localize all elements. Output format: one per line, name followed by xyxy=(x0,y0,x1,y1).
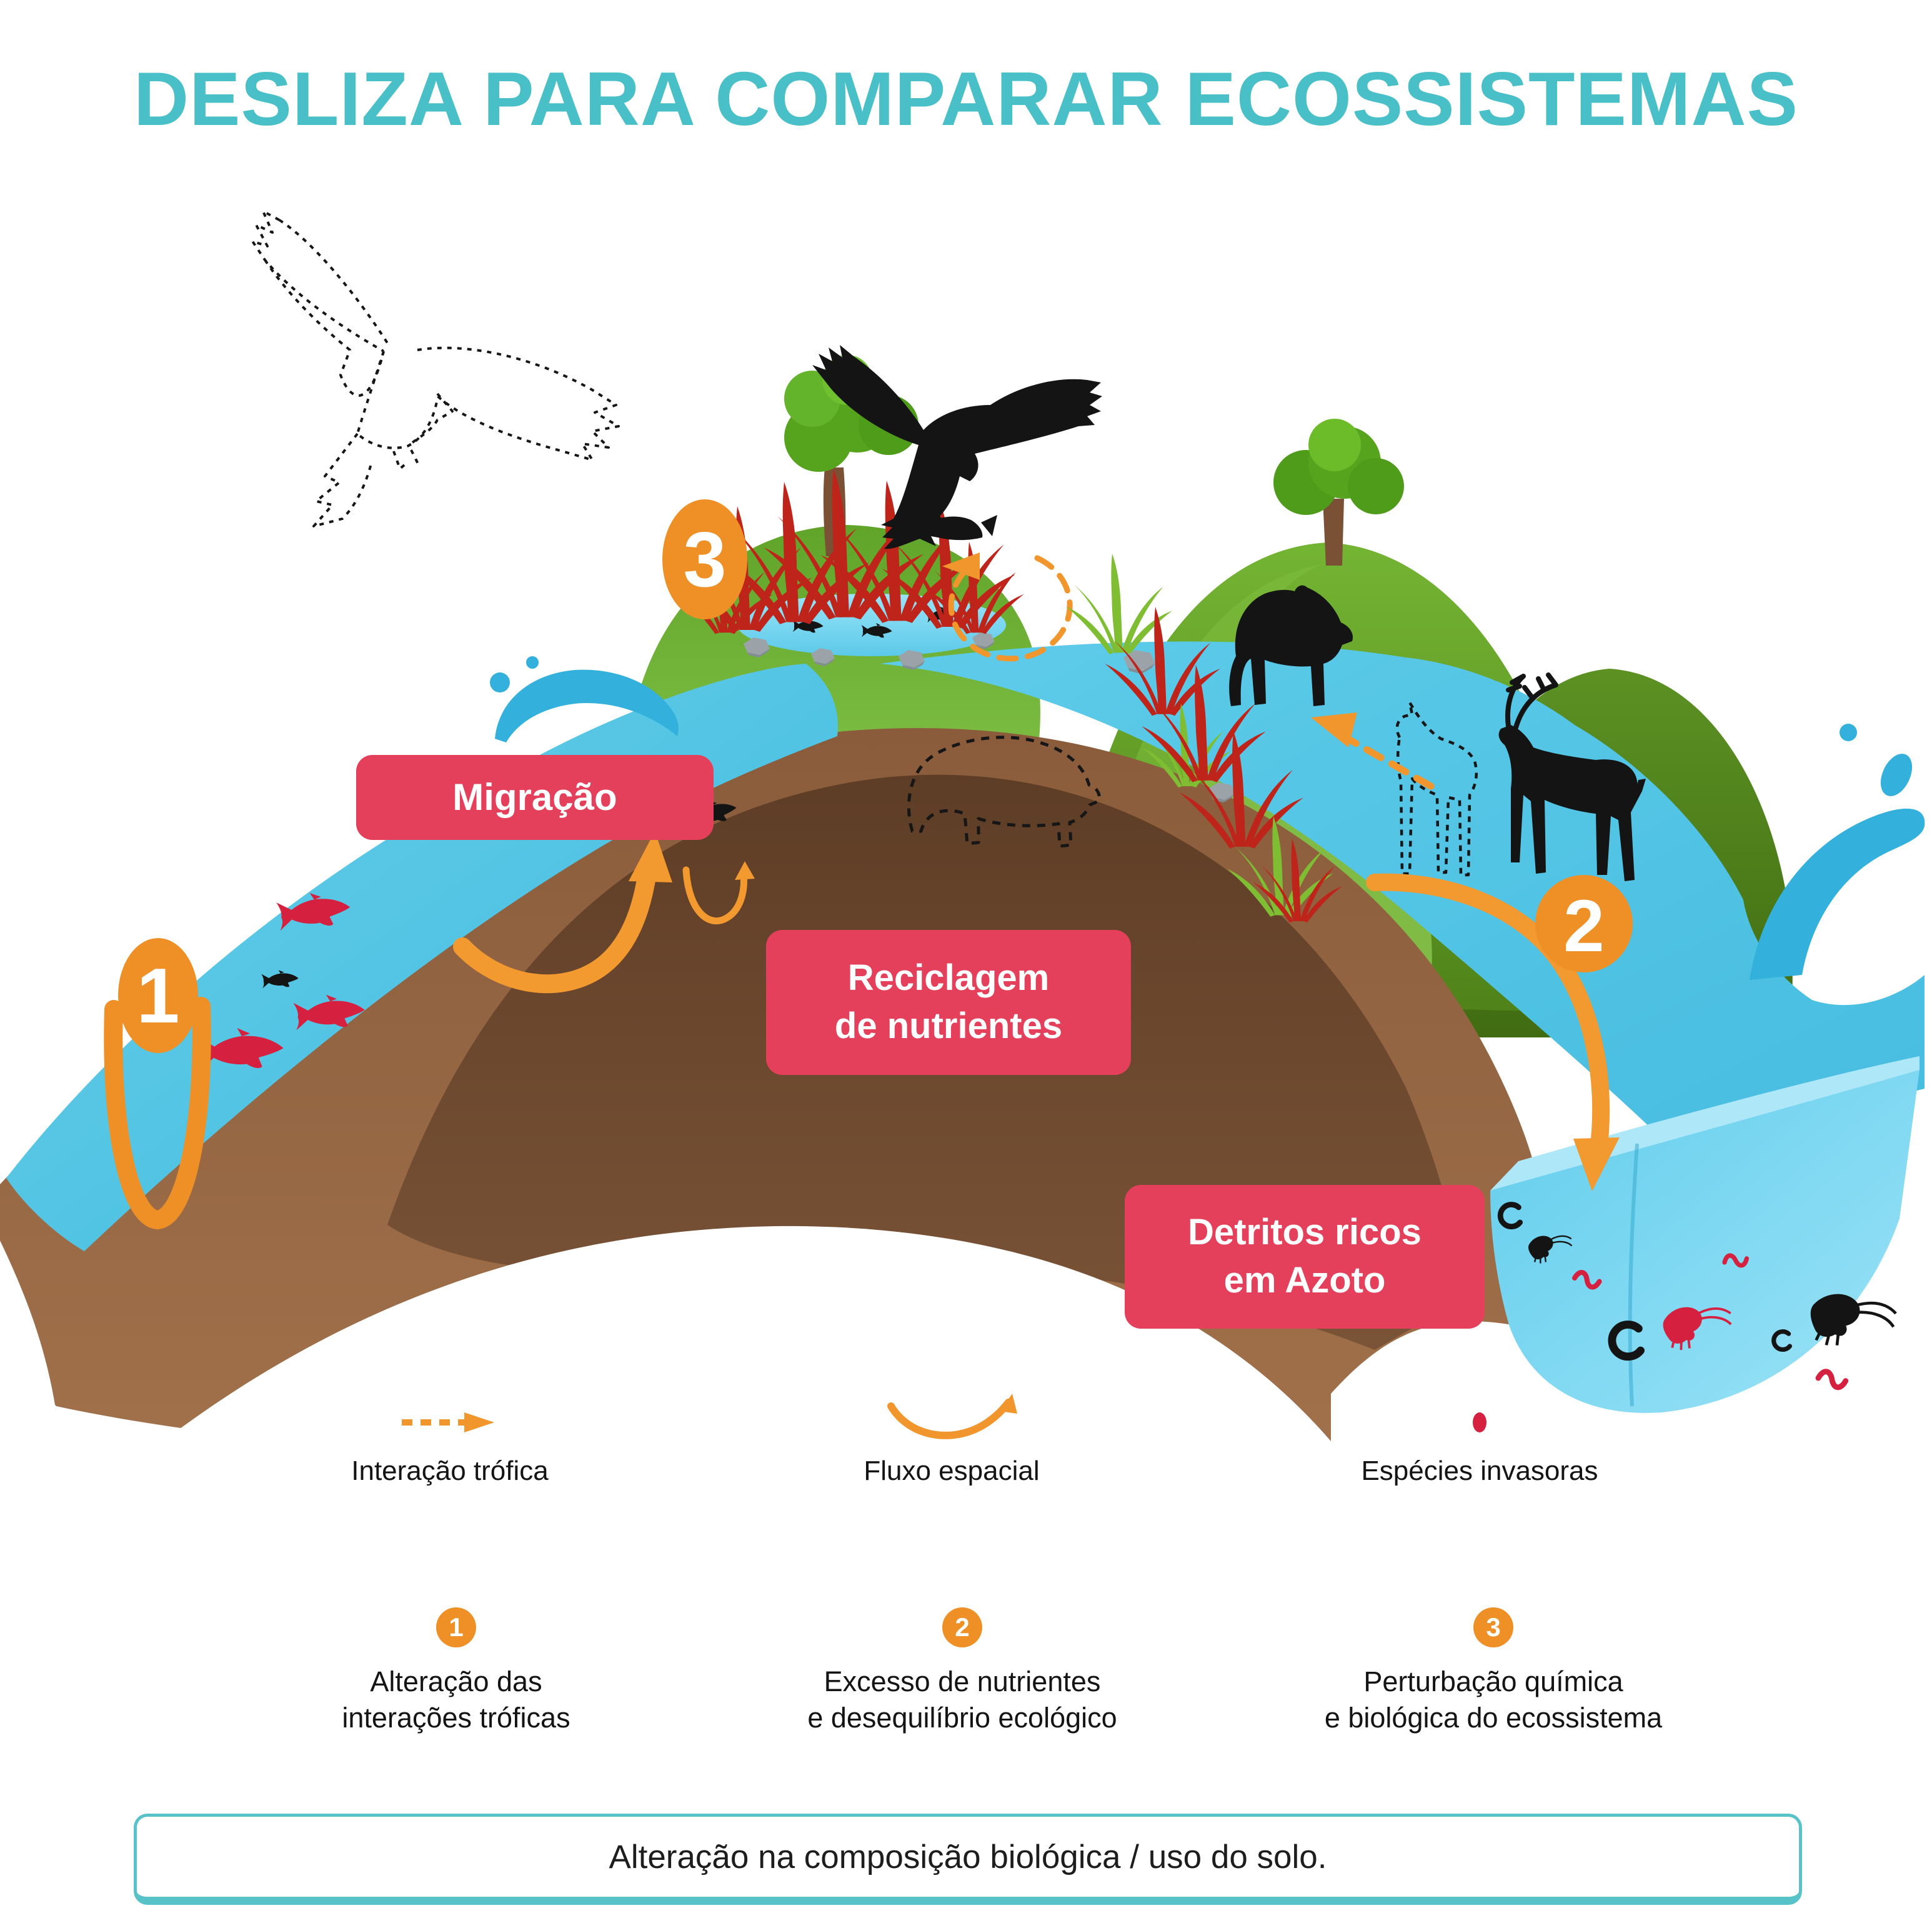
dotted-bird-outline-icon xyxy=(251,210,620,527)
legend-label: Interação trófica xyxy=(351,1456,549,1486)
water-splash-left xyxy=(490,656,679,742)
svg-text:1: 1 xyxy=(137,953,180,1039)
page-title: DESLIZA PARA COMPARAR ECOSSISTEMAS xyxy=(134,56,1798,141)
footer-text: Alteração na composição biológica / uso … xyxy=(609,1838,1327,1876)
marker-3: 3 xyxy=(662,499,747,619)
footer-note-box: Alteração na composição biológica / uso … xyxy=(134,1814,1802,1905)
note-number-badge: 2 xyxy=(942,1607,982,1647)
label-text: Detritos ricos xyxy=(1188,1212,1422,1253)
trophic-dashed-arrow-icon xyxy=(1311,712,1435,790)
dotted-deer-outline-icon xyxy=(1395,701,1478,877)
note-number-badge: 1 xyxy=(436,1607,476,1647)
legend-item-spatial-flow: Fluxo espacial xyxy=(733,1392,1170,1487)
left-corner-carve xyxy=(0,1241,61,1456)
legend-item-invasive: Espécies invasoras xyxy=(1261,1392,1698,1487)
label-text: de nutrientes xyxy=(834,1006,1063,1046)
pond-area xyxy=(675,469,1073,670)
marker-1: 1 xyxy=(104,938,211,1230)
river-right xyxy=(880,641,1925,1151)
note-number-badge: 3 xyxy=(1473,1607,1513,1647)
dashed-arrow-icon xyxy=(231,1392,669,1452)
svg-text:2: 2 xyxy=(1563,885,1605,967)
deer-silhouette-icon xyxy=(1498,672,1646,881)
marker-2: 2 xyxy=(1535,875,1633,972)
red-dot-icon xyxy=(1261,1392,1698,1452)
curved-arrow-icon xyxy=(733,1392,1170,1452)
spatial-flow-arrow-icon xyxy=(453,831,672,994)
label-text: Migração xyxy=(452,776,617,819)
arch-underside xyxy=(144,1226,1343,1466)
svg-text:3: 3 xyxy=(684,517,727,603)
note-text: Perturbação química e biológica do ecoss… xyxy=(1324,1666,1663,1734)
bear-silhouette-icon xyxy=(1229,585,1353,706)
note-1: 1 Alteração das interações tróficas xyxy=(200,1607,712,1736)
label-reciclagem: Reciclagem de nutrientes xyxy=(766,930,1131,1075)
legend-item-trophic: Interação trófica xyxy=(231,1392,669,1487)
tree-icon xyxy=(1273,419,1404,566)
note-2: 2 Excesso de nutrientes e desequilíbrio … xyxy=(706,1607,1218,1736)
eagle-silhouette-icon xyxy=(812,345,1102,549)
dotted-bear-outline-icon xyxy=(907,736,1101,848)
note-3: 3 Perturbação química e biológica do eco… xyxy=(1237,1607,1750,1736)
label-text: em Azoto xyxy=(1223,1260,1386,1301)
note-text: Excesso de nutrientes e desequilíbrio ec… xyxy=(807,1666,1117,1734)
carried-fish-icon xyxy=(925,515,997,541)
water-splash-right xyxy=(1750,724,1925,980)
label-text: Reciclagem xyxy=(847,957,1050,999)
label-detritos: Detritos ricos em Azoto xyxy=(1125,1185,1485,1329)
legend-label: Espécies invasoras xyxy=(1361,1456,1598,1486)
recycling-loop-arrow-icon xyxy=(682,861,755,924)
pond-cycle-dashed-arrow-icon xyxy=(948,555,1073,662)
label-migracao: Migração xyxy=(356,755,714,840)
note-text: Alteração das interações tróficas xyxy=(342,1666,570,1734)
legend-label: Fluxo espacial xyxy=(864,1456,1040,1486)
